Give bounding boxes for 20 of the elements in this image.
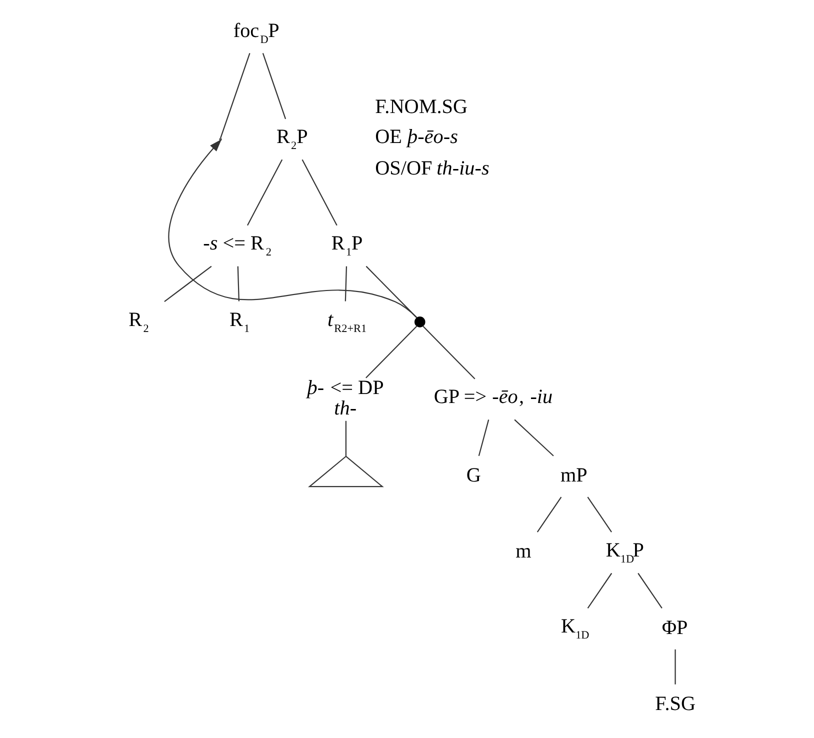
node-text: mP — [560, 464, 588, 486]
node-text: t$_{R2+R1}$ — [327, 308, 367, 335]
node-text: R$_{2}$ — [128, 308, 149, 335]
node-text: foc$_{D}$P — [233, 20, 280, 46]
label: OS/OF th-iu-s — [375, 158, 490, 180]
node-text: K$_{1D}$P — [606, 540, 644, 566]
node-label: th- — [334, 397, 357, 420]
node-text: GP => -ēo, -iu — [434, 386, 553, 408]
node-text: m — [516, 540, 532, 563]
node-text: þ- <= DP — [307, 377, 384, 400]
label: F.NOM.SG — [375, 96, 468, 118]
node-text: R$_{1}$ — [229, 308, 250, 335]
node-text: ΦP — [662, 616, 688, 639]
node-text: K$_{1D}$ — [561, 616, 590, 642]
node-text: R$_{2}$P — [276, 126, 308, 152]
node-text: -s <= R$_{2}$ — [203, 232, 272, 259]
node-text: G — [466, 464, 481, 486]
node-text: R$_{1}$P — [331, 232, 363, 259]
label: OE þ-ēo-s — [375, 126, 458, 148]
node-text: F.SG — [655, 692, 696, 715]
